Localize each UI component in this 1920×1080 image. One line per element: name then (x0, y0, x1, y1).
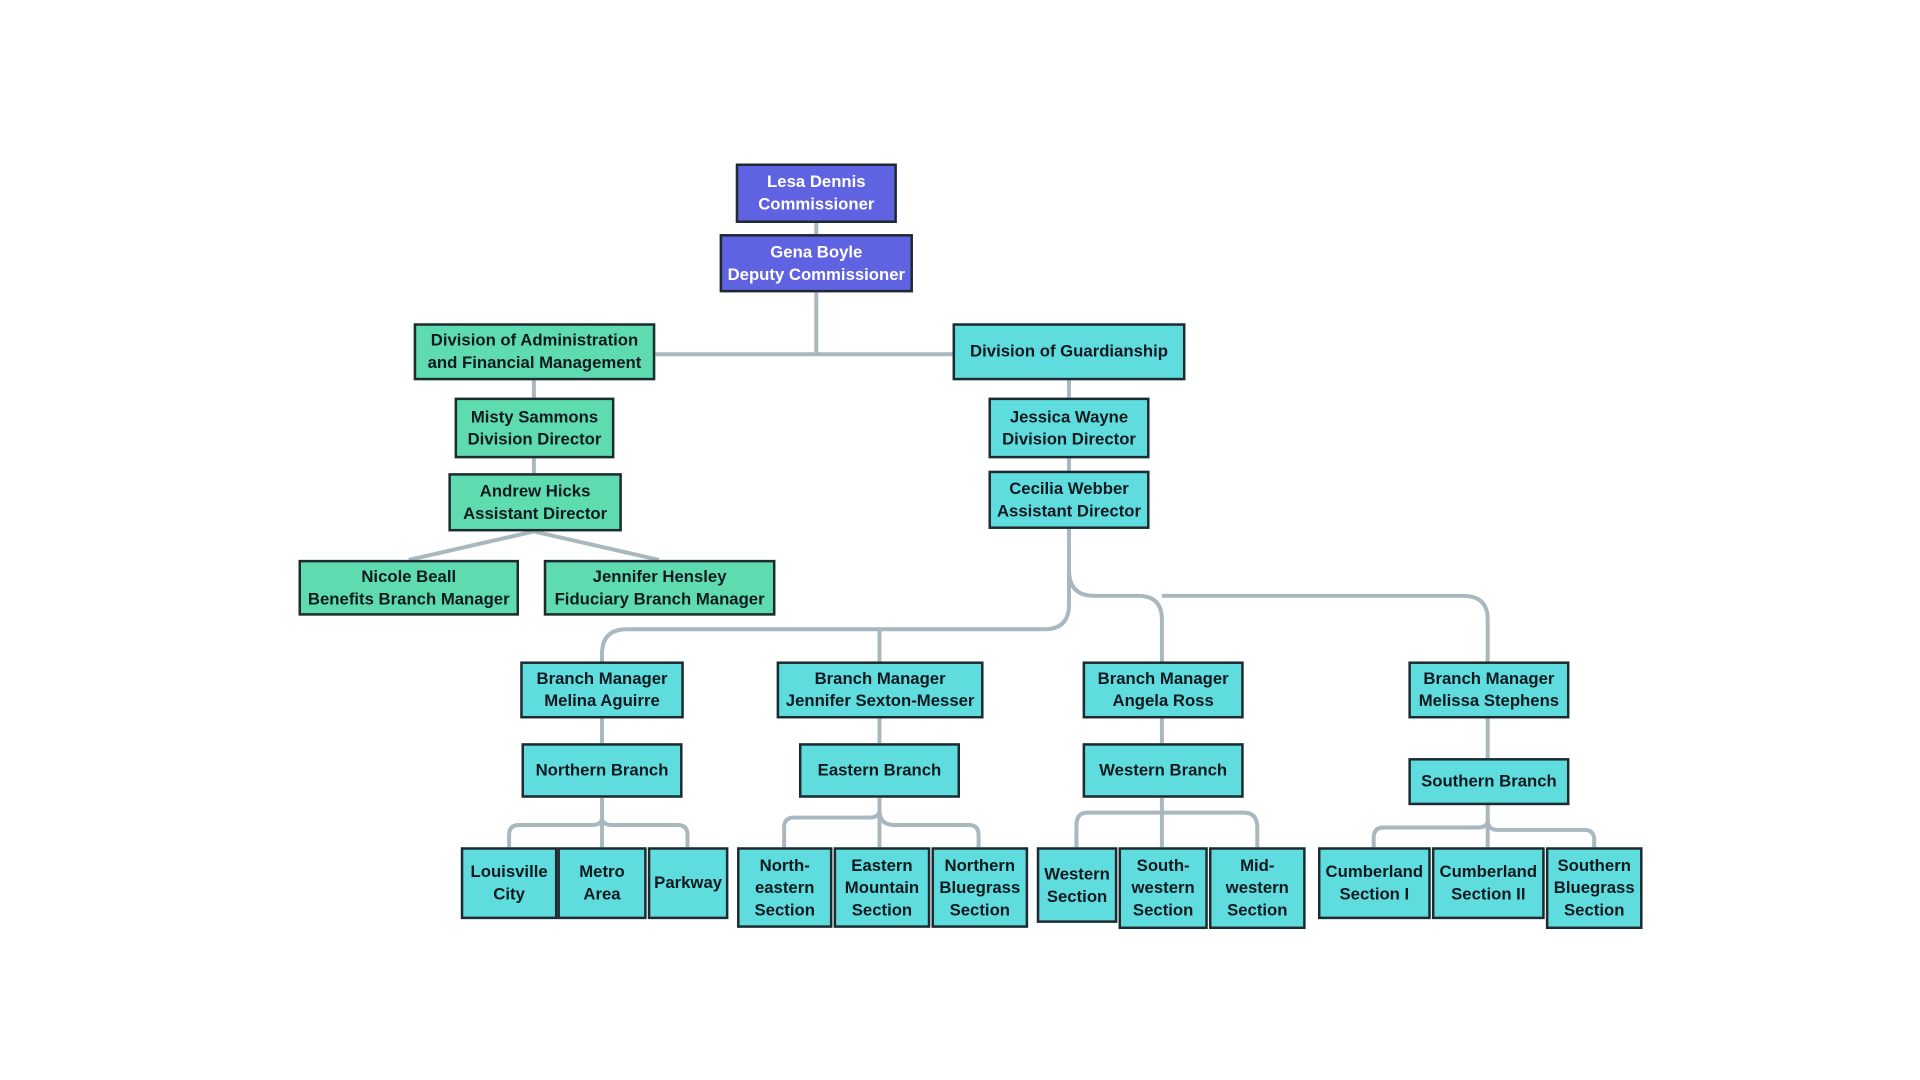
branch-manager-box: Branch Manager Melissa Stephens (1408, 661, 1570, 719)
section-box: Mid- western Section (1208, 847, 1306, 930)
deputy-commissioner-box: Gena Boyle Deputy Commissioner (719, 234, 913, 293)
section-box: Western Section (1036, 847, 1118, 923)
fiduciary-manager-label: Jennifer Hensley Fiduciary Branch Manage… (554, 566, 765, 608)
guardianship-division-box: Division of Guardianship (952, 323, 1186, 381)
branch-label: Eastern Branch (817, 760, 942, 780)
section-box: Northern Bluegrass Section (931, 847, 1029, 928)
section-label: Cumberland Section I (1325, 862, 1424, 904)
connector (877, 810, 981, 848)
section-label: Parkway (654, 873, 723, 892)
guardianship-division-label: Division of Guardianship (970, 341, 1168, 361)
section-box: South- western Section (1118, 847, 1208, 930)
section-box: Southern Bluegrass Section (1545, 847, 1643, 930)
branch-manager-box: Branch Manager Angela Ross (1082, 661, 1244, 719)
guardianship-director-label: Jessica Wayne Division Director (1002, 406, 1136, 448)
guardianship-assistant-box: Cecilia Webber Assistant Director (988, 470, 1150, 529)
branch-box: Eastern Branch (798, 743, 961, 798)
admin-division-box: Division of Administration and Financial… (413, 323, 656, 381)
admin-division-label: Division of Administration and Financial… (427, 330, 642, 372)
connector (1067, 569, 1164, 662)
branch-label: Northern Branch (535, 760, 669, 780)
connector (1161, 593, 1490, 662)
section-label: Western Section (1044, 864, 1110, 905)
section-label: Louisville City (470, 862, 548, 904)
section-box: Eastern Mountain Section (833, 847, 931, 928)
connector (507, 797, 604, 848)
branch-box: Southern Branch (1408, 758, 1570, 806)
branch-manager-box: Branch Manager Melina Aguirre (520, 661, 684, 719)
deputy-commissioner-label: Gena Boyle Deputy Commissioner (727, 242, 906, 284)
branch-manager-label: Branch Manager Melissa Stephens (1418, 668, 1560, 710)
section-box: Metro Area (557, 847, 647, 920)
section-box: Cumberland Section I (1317, 847, 1431, 920)
branch-manager-label: Branch Manager Angela Ross (1097, 668, 1229, 710)
connector (408, 529, 535, 562)
commissioner-label: Lesa Dennis Commissioner (758, 172, 875, 214)
section-label: Mid- western Section (1225, 855, 1289, 920)
section-label: Northern Bluegrass Section (939, 855, 1021, 919)
connector (533, 529, 660, 562)
branch-manager-label: Branch Manager Jennifer Sexton-Messer (785, 668, 975, 710)
connector (600, 817, 690, 848)
branch-box: Northern Branch (521, 743, 683, 798)
admin-assistant-box: Andrew Hicks Assistant Director (448, 473, 622, 532)
admin-director-box: Misty Sammons Division Director (454, 397, 615, 459)
section-box: Louisville City (460, 847, 558, 920)
commissioner-box: Lesa Dennis Commissioner (735, 163, 897, 223)
section-label: Southern Bluegrass Section (1553, 855, 1635, 920)
branch-label: Southern Branch (1421, 771, 1557, 791)
fiduciary-manager-box: Jennifer Hensley Fiduciary Branch Manage… (543, 559, 776, 616)
branch-manager-label: Branch Manager Melina Aguirre (536, 668, 668, 710)
section-box: North- eastern Section (737, 847, 833, 928)
guardianship-assistant-label: Cecilia Webber Assistant Director (996, 478, 1142, 520)
branch-box: Western Branch (1082, 743, 1244, 798)
connector (600, 528, 1071, 662)
benefits-manager-label: Nicole Beall Benefits Branch Manager (307, 566, 510, 608)
branch-label: Western Branch (1099, 760, 1228, 780)
section-box: Cumberland Section II (1431, 847, 1545, 920)
connector (1371, 805, 1490, 848)
section-box: Parkway (647, 847, 729, 920)
section-label: Cumberland Section II (1439, 862, 1538, 904)
section-label: North- eastern Section (754, 855, 815, 919)
admin-director-label: Misty Sammons Division Director (467, 406, 602, 448)
connector (1485, 819, 1597, 848)
section-label: South- western Section (1131, 855, 1195, 920)
benefits-manager-box: Nicole Beall Benefits Branch Manager (298, 559, 520, 616)
connector (782, 797, 882, 848)
admin-assistant-label: Andrew Hicks Assistant Director (463, 481, 608, 523)
connector (1074, 797, 1164, 848)
branch-manager-box: Branch Manager Jennifer Sexton-Messer (776, 661, 984, 719)
section-label: Metro Area (579, 862, 625, 904)
connector (1161, 810, 1260, 848)
section-label: Eastern Mountain Section (844, 855, 920, 919)
guardianship-director-box: Jessica Wayne Division Director (988, 397, 1150, 459)
